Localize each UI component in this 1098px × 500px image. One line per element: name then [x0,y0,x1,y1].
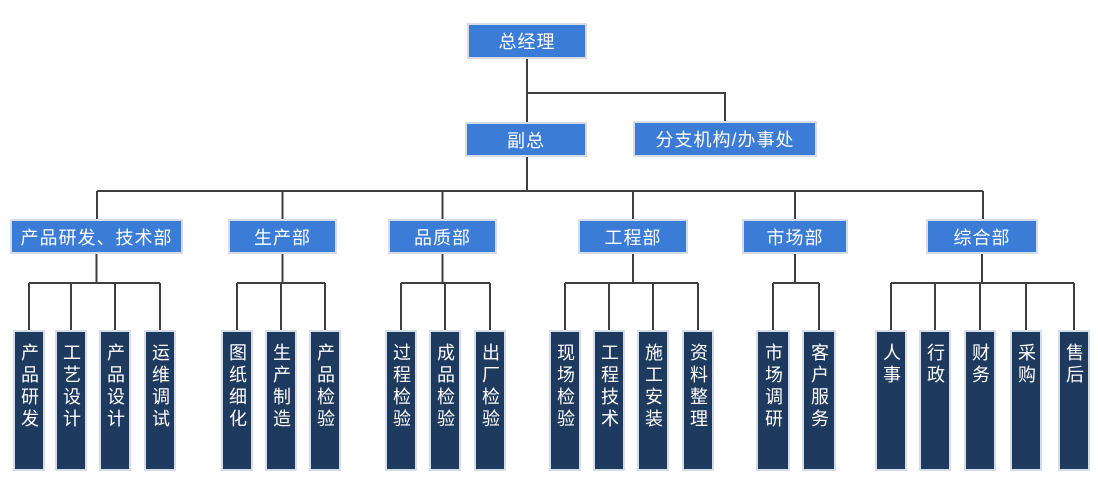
org-leaf-document-management: 资料整理 [682,330,714,471]
org-leaf-process-inspection: 过程检验 [385,330,417,471]
org-node-general-manager: 总经理 [467,23,587,59]
org-node-dept-marketing: 市场部 [742,219,848,254]
org-leaf-customer-service: 客户服务 [802,330,836,471]
org-leaf-finished-inspection: 成品检验 [429,330,461,471]
org-leaf-ops-debugging: 运维调试 [144,330,176,471]
org-node-dept-rnd-tech: 产品研发、技术部 [10,219,183,254]
org-leaf-after-sales: 售后 [1058,330,1090,471]
org-leaf-hr: 人事 [875,330,907,471]
org-leaf-outgoing-inspection: 出厂检验 [474,330,506,471]
org-leaf-product-design: 产品设计 [99,330,131,471]
org-leaf-market-research: 市场调研 [756,330,790,471]
org-leaf-product-rnd: 产品研发 [13,330,45,471]
org-node-dept-engineering: 工程部 [578,219,688,254]
org-leaf-construction-install: 施工安装 [637,330,669,471]
org-node-dept-quality: 品质部 [388,219,497,254]
org-node-dept-general-affairs: 综合部 [926,219,1038,254]
org-node-branch-offices: 分支机构/办事处 [633,121,817,157]
org-leaf-procurement: 采购 [1010,330,1042,471]
org-leaf-admin: 行政 [919,330,951,471]
org-node-deputy-general-manager: 副总 [465,122,587,157]
org-node-dept-production: 生产部 [228,219,337,254]
org-leaf-engineering-tech: 工程技术 [593,330,625,471]
org-leaf-site-inspection: 现场检验 [549,330,581,471]
org-leaf-drawing-detailing: 图纸细化 [221,330,253,471]
org-leaf-product-inspection: 产品检验 [309,330,341,471]
org-leaf-process-design: 工艺设计 [55,330,87,471]
org-leaf-manufacturing: 生产制造 [265,330,297,471]
org-leaf-finance: 财务 [964,330,996,471]
